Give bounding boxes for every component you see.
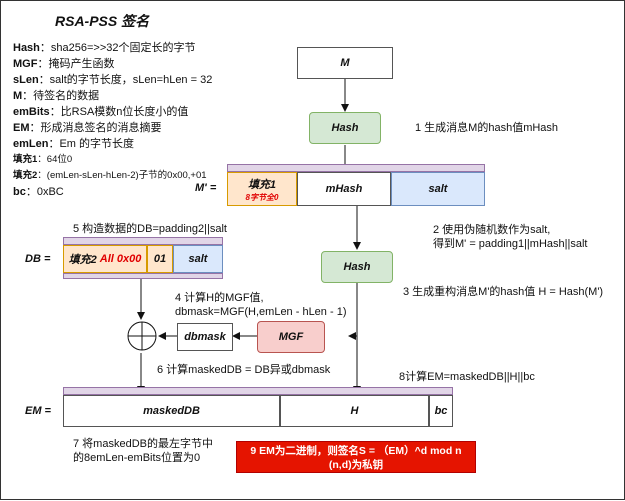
salt-box-mprime: salt: [391, 172, 485, 206]
step-3: 3 生成重构消息M'的hash值 H = Hash(M'): [403, 286, 604, 298]
message-box: M: [297, 47, 393, 79]
legend-padding2: 填充2：(emLen-sLen-hLen-2)子节的0x00,+01: [13, 170, 207, 181]
step-9-line-2: (n,d)为私钥: [328, 459, 384, 471]
step-4-line-2: dbmask=MGF(H,emLen - hLen - 1): [175, 306, 347, 318]
step-7-line-1: 7 将maskedDB的最左字节中: [73, 438, 213, 450]
em-label: EM =: [25, 405, 51, 417]
em-top-band: [63, 387, 453, 395]
step-8: 8计算EM=maskedDB||H||bc: [399, 371, 535, 383]
legend-mgf: MGF：掩码产生函数: [13, 58, 115, 70]
page-title: RSA-PSS 签名: [55, 13, 150, 29]
padding2-box: 填充2 All 0x00: [63, 245, 147, 273]
db-label: DB =: [25, 253, 51, 265]
padding2-sublabel: All 0x00: [99, 253, 142, 265]
xor-icon: [127, 321, 157, 351]
h-box: H: [280, 395, 429, 427]
arrow-hash-to-mgf: [348, 311, 358, 340]
step-1: 1 生成消息M的hash值mHash: [415, 122, 559, 134]
legend-slen: sLen：salt的字节长度，sLen=hLen = 32: [13, 74, 213, 86]
hash-box-2: Hash: [321, 251, 393, 283]
db-top-band: [63, 237, 223, 245]
legend-emlen: emLen：Em 的字节长度: [13, 138, 135, 150]
step-7-line-2: 的8emLen-emBits位置为0: [73, 452, 201, 464]
mprime-top-band: [227, 164, 485, 172]
padding1-label: 填充1: [247, 178, 277, 191]
separator-01-box: 01: [147, 245, 173, 273]
step-6: 6 计算maskedDB = DB异或dbmask: [157, 364, 331, 376]
step-5: 5 构造数据的DB=padding2||salt: [73, 223, 227, 235]
step-2-line-1: 2 使用伪随机数作为salt,: [433, 224, 551, 236]
maskeddb-box: maskedDB: [63, 395, 280, 427]
step-2-line-2: 得到M' = padding1||mHash||salt: [433, 238, 588, 250]
legend-hash: Hash：sha256=>>32个固定长的字节: [13, 42, 196, 54]
legend-embits: emBits：比RSA模数n位长度小的值: [13, 106, 189, 118]
step-9-line-1: 9 EM为二进制，则签名S = （EM）^d mod n: [250, 445, 462, 457]
db-bottom-band: [63, 273, 223, 279]
salt-box-db: salt: [173, 245, 223, 273]
bc-box: bc: [429, 395, 453, 427]
dbmask-box: dbmask: [177, 323, 233, 351]
legend-bc: bc：0xBC: [13, 186, 64, 198]
padding1-sublabel: 8字节全0: [245, 192, 279, 202]
step-9-note: 9 EM为二进制，则签名S = （EM）^d mod n (n,d)为私钥: [236, 441, 476, 473]
mgf-box: MGF: [257, 321, 325, 353]
padding1-box: 填充1 8字节全0: [227, 172, 297, 206]
hash-box-1: Hash: [309, 112, 381, 144]
legend-m: M：待签名的数据: [13, 90, 100, 102]
padding2-label: 填充2: [68, 254, 97, 266]
mhash-box: mHash: [297, 172, 391, 206]
step-4-line-1: 4 计算H的MGF值,: [175, 292, 264, 304]
legend-em: EM：形成消息签名的消息摘要: [13, 122, 162, 134]
legend-padding1: 填充1：64位0: [13, 154, 73, 165]
mprime-label: M' =: [195, 182, 217, 194]
